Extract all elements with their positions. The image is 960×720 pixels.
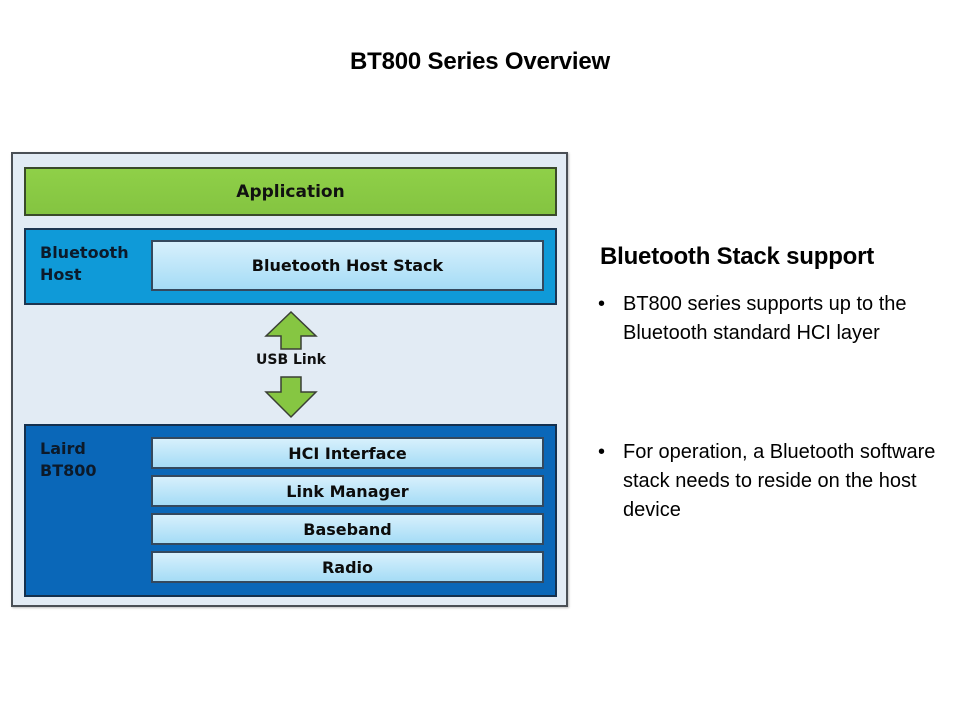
bullet-text: For operation, a Bluetooth software stac… — [623, 441, 936, 521]
layer-bluetooth-host-stack: Bluetooth Host Stack — [151, 240, 544, 291]
layer-label: Link Manager — [286, 481, 409, 501]
up-arrow-icon — [264, 310, 318, 350]
usb-link-label: USB Link — [256, 352, 326, 368]
bullet-item: • BT800 series supports up to the Blueto… — [598, 290, 938, 348]
application-label: Application — [236, 181, 345, 202]
bullet-marker: • — [598, 441, 606, 463]
layer-radio: Radio — [151, 551, 544, 583]
layer-hci-interface: HCI Interface — [151, 437, 544, 469]
host-label-line2: Host — [40, 265, 82, 284]
layer-label: Baseband — [303, 519, 392, 539]
module-label-line2: BT800 — [40, 461, 97, 480]
module-label-line1: Laird — [40, 439, 86, 458]
slide-title: BT800 Series Overview — [350, 48, 610, 75]
host-label-line1: Bluetooth — [40, 243, 129, 262]
bidirectional-arrow-icon — [264, 310, 318, 419]
layer-baseband: Baseband — [151, 513, 544, 545]
bullet-text: BT800 series supports up to the Bluetoot… — [623, 293, 907, 344]
down-arrow-icon — [264, 376, 318, 419]
bullet-item: • For operation, a Bluetooth software st… — [598, 438, 938, 525]
application-block: Application — [24, 167, 557, 216]
bluetooth-host-label: Bluetooth Host — [40, 242, 129, 286]
layer-label: HCI Interface — [288, 443, 407, 463]
layer-label: Bluetooth Host Stack — [251, 256, 444, 275]
layer-label: Radio — [321, 557, 374, 577]
layer-link-manager: Link Manager — [151, 475, 544, 507]
bullet-marker: • — [598, 293, 606, 315]
section-heading: Bluetooth Stack support — [600, 243, 875, 270]
laird-bt800-label: Laird BT800 — [40, 438, 97, 482]
